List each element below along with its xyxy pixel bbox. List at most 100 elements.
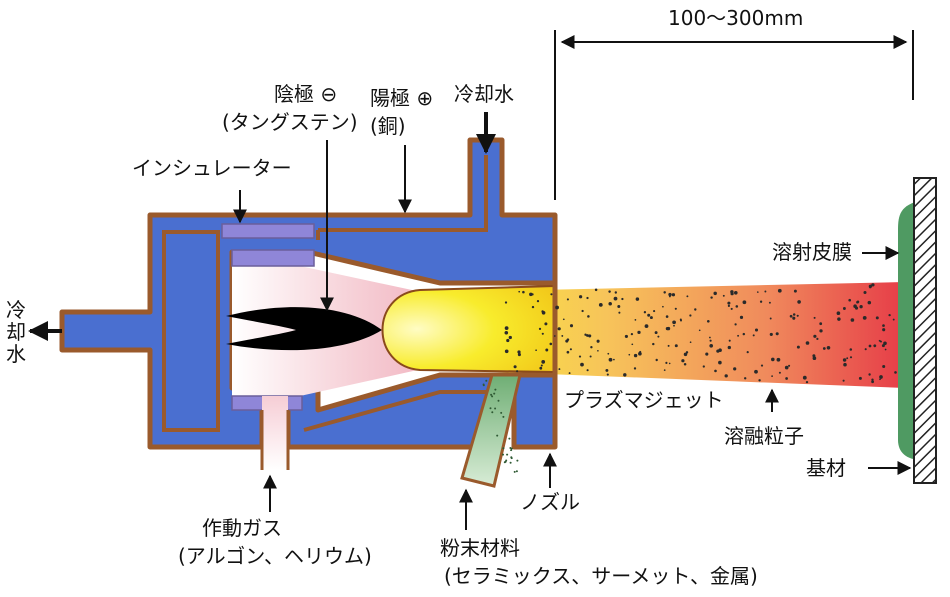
particle-dot (673, 324, 675, 327)
particle-dot (588, 334, 592, 338)
particle-dot (504, 349, 509, 354)
particle-dot (562, 318, 565, 321)
particle-dot (735, 305, 739, 308)
particle-dot (617, 305, 621, 308)
powder-dot (510, 449, 513, 452)
particle-dot (788, 364, 791, 367)
distance-label: 100〜300mm (668, 6, 804, 30)
particle-dot (796, 345, 800, 349)
powder-dot (482, 384, 485, 387)
particle-dot (504, 331, 509, 335)
particle-dot (812, 356, 817, 361)
particle-dot (633, 353, 638, 358)
cooling-water-out-label-3: 水 (6, 342, 26, 366)
powder-dot (509, 447, 512, 449)
particle-dot (759, 300, 763, 303)
particle-dot (643, 311, 647, 314)
particle-dot (858, 376, 862, 380)
particle-dot (793, 289, 797, 293)
particle-dot (586, 369, 589, 372)
particle-dot (686, 295, 689, 298)
powder-dot (493, 392, 496, 395)
particle-dot (705, 352, 709, 356)
cathode-tip (226, 307, 382, 351)
powder-dot (502, 415, 505, 418)
particle-dot (608, 302, 612, 306)
particle-dot (742, 332, 746, 336)
particle-dot (518, 290, 521, 293)
particle-dot (555, 305, 559, 310)
powder-dot (490, 393, 493, 396)
anode-material-label: (銅) (370, 114, 406, 138)
nozzle-label: ノズル (520, 490, 580, 514)
particle-dot (846, 357, 849, 360)
lower-anode-outline (303, 390, 500, 432)
powder-dot (497, 399, 500, 402)
substrate-label: 基材 (806, 456, 846, 480)
particle-dot (665, 361, 668, 364)
particle-dot (671, 293, 676, 297)
insulator-label: インシュレーター (132, 156, 292, 180)
particle-dot (674, 344, 678, 348)
particle-dot (714, 369, 717, 373)
particle-dot (663, 291, 666, 294)
particle-dot (871, 283, 875, 287)
particle-dot (878, 339, 881, 342)
particle-dot (566, 350, 570, 354)
particle-dot (718, 348, 722, 352)
particle-dot (739, 315, 744, 319)
powder-dot (494, 407, 497, 410)
particle-dot (836, 311, 841, 316)
particle-dot (756, 291, 759, 293)
particle-dot (849, 348, 853, 351)
powder-material-label: 粉末材料 (440, 536, 520, 560)
particle-dot (594, 288, 598, 292)
cooling-water-in-label: 冷却水 (454, 82, 514, 106)
particle-dot (734, 323, 737, 326)
particle-dot (685, 351, 689, 354)
particle-dot (568, 372, 571, 375)
powder-dot (504, 460, 507, 463)
particle-dot (623, 373, 627, 377)
particle-dot (742, 300, 747, 305)
substrate (913, 177, 937, 484)
particle-dot (541, 310, 546, 315)
particle-dot (837, 317, 841, 321)
water-channel-outline (162, 230, 220, 432)
particle-dot (638, 351, 642, 356)
powder-dot (506, 453, 509, 456)
particle-dot (630, 332, 634, 336)
particle-dot (882, 324, 885, 327)
particle-dot (644, 324, 649, 328)
particle-dot (596, 339, 600, 343)
particle-dot (854, 306, 859, 310)
particle-dot (657, 335, 660, 338)
particle-dot (580, 362, 584, 367)
anode-label: 陽極 ⊕ (370, 86, 434, 110)
particle-dot (590, 346, 593, 349)
particle-dot (883, 341, 887, 346)
particle-dot (539, 366, 543, 370)
particle-dot (792, 316, 796, 320)
particle-dot (879, 375, 883, 379)
particle-dot (775, 332, 779, 336)
particle-dot (504, 301, 508, 304)
anode-channel-outline (316, 155, 488, 240)
particle-dot (569, 348, 572, 351)
particle-dot (561, 334, 564, 337)
particle-dot (730, 307, 733, 310)
particle-dot (621, 297, 624, 301)
powder-dot (502, 453, 504, 456)
particle-dot (816, 337, 819, 341)
particle-dot (805, 380, 809, 384)
particle-dot (618, 311, 621, 314)
particle-dot (813, 316, 816, 319)
particle-dot (668, 292, 672, 297)
gas-inlet (262, 396, 288, 470)
particle-dot (785, 377, 788, 380)
particle-dot (776, 357, 781, 362)
particle-dot (553, 335, 556, 337)
particle-dot (792, 313, 796, 316)
